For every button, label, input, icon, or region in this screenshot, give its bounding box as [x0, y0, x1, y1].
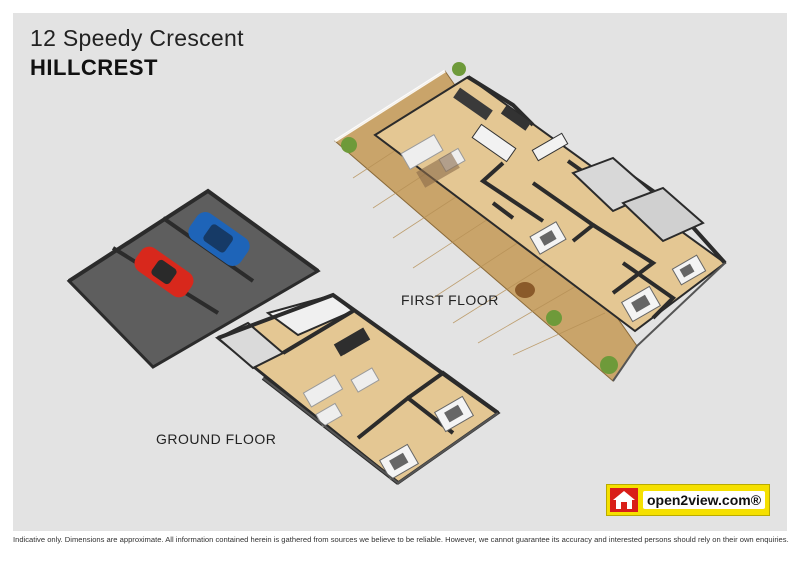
disclaimer-text: Indicative only. Dimensions are approxim…: [13, 535, 789, 544]
blue-car-illustration: [188, 212, 250, 266]
ground-floor-plan: [66, 188, 501, 485]
address-suburb: HILLCREST: [30, 55, 158, 80]
open2view-logo: open2view.com®: [606, 484, 770, 516]
house-icon: [610, 488, 638, 512]
red-car-illustration: [134, 246, 194, 298]
floorplan-panel: 12 Speedy Crescent HILLCREST: [13, 13, 787, 531]
ground-floor-label: GROUND FLOOR: [156, 431, 277, 447]
floorplan-illustration: [66, 62, 727, 485]
first-floor-plan: [334, 62, 727, 382]
logo-text: open2view.com®: [643, 491, 765, 509]
first-floor-label: FIRST FLOOR: [401, 292, 499, 308]
address-street: 12 Speedy Crescent: [30, 25, 244, 51]
